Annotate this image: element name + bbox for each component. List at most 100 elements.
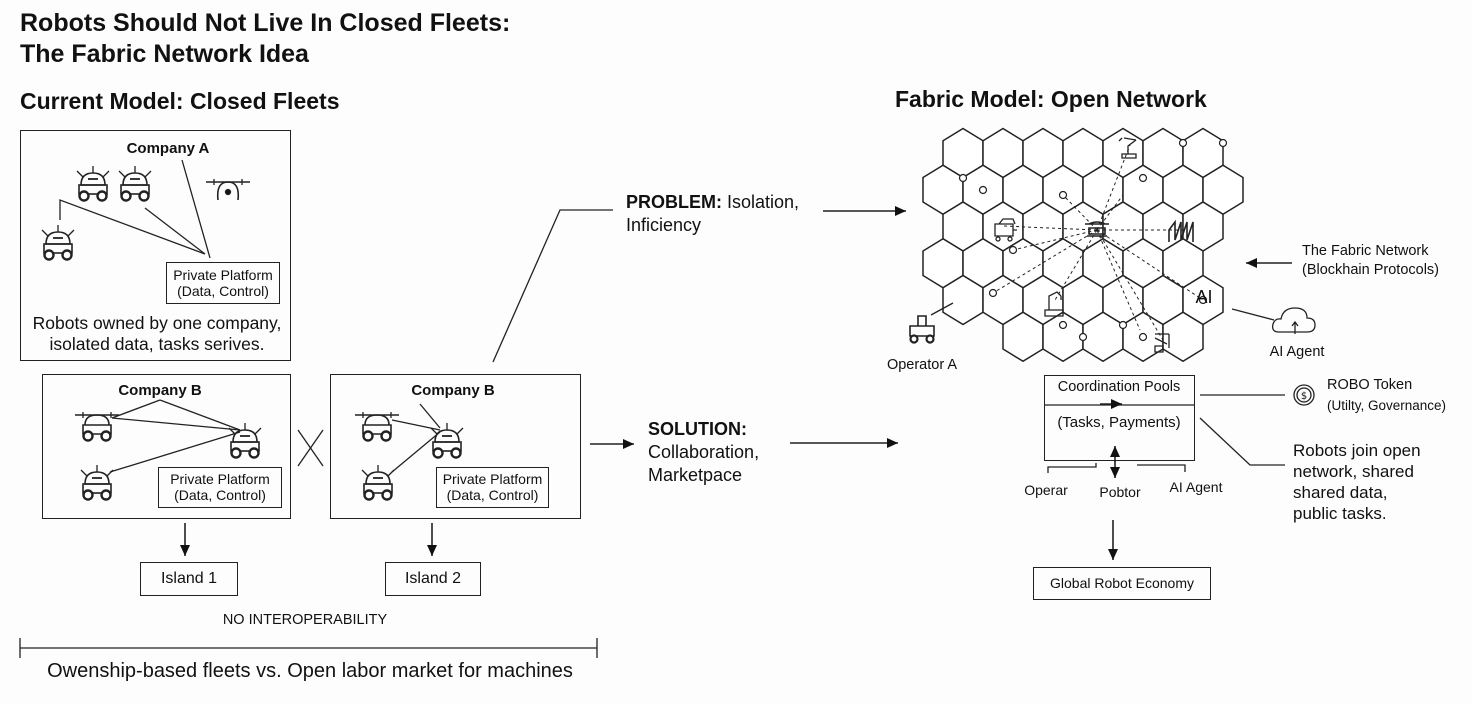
robot-wheel	[432, 447, 444, 459]
token-outer	[1293, 384, 1315, 406]
connector-line	[181, 159, 211, 259]
drone-icon	[355, 412, 399, 442]
drone-icon	[1085, 221, 1109, 237]
robot-dome	[84, 471, 110, 485]
robot-arm-icon	[1044, 291, 1064, 317]
chart-icon	[1168, 219, 1194, 242]
hub-drone-shape	[1085, 221, 1109, 237]
ai-agent-link	[1231, 308, 1275, 321]
operator-link	[930, 302, 954, 316]
arrowhead	[427, 545, 437, 556]
fabric-network-label: The Fabric Network (Blockhain Protocols)	[1302, 242, 1439, 280]
robot-arm	[80, 469, 88, 477]
company-b1-platform: Private Platform (Data, Control)	[158, 467, 282, 508]
robot-body	[363, 483, 393, 494]
fabric-model-heading: Fabric Model: Open Network	[895, 86, 1207, 112]
connector-line	[59, 199, 206, 255]
operator-robot-icon	[909, 315, 935, 344]
problem-label: PROBLEM:	[626, 192, 722, 212]
connector-line	[492, 209, 613, 363]
network-link	[1002, 225, 1098, 231]
problem-line: Inficiency	[626, 215, 702, 235]
connector-line	[111, 399, 161, 419]
solution-line: Marketpace	[648, 465, 743, 485]
arm-shape	[1118, 137, 1137, 159]
network-node	[1138, 332, 1148, 342]
robot-arm	[361, 469, 369, 477]
wheeled-robot-icon	[76, 166, 110, 202]
global-economy-box: Global Robot Economy	[1033, 567, 1211, 600]
platform-label: Private Platform	[173, 267, 273, 283]
company-a-name: Company A	[126, 140, 210, 157]
robot-arm	[41, 229, 49, 237]
participant-bracket	[1047, 463, 1097, 473]
platform-sublabel: (Data, Control)	[174, 487, 266, 503]
robot-arm	[67, 229, 75, 237]
network-node	[958, 173, 968, 183]
drone-icon	[206, 179, 250, 201]
join-link	[1199, 417, 1285, 466]
island-2-box: Island 2	[385, 562, 481, 596]
participant-bracket	[1137, 464, 1186, 472]
network-label-line: (Blockhain Protocols)	[1302, 262, 1439, 278]
robot-wheel	[78, 190, 90, 202]
robot-dome	[45, 231, 71, 245]
cart-shape	[994, 218, 1017, 237]
company-a-platform: Private Platform (Data, Control)	[166, 262, 280, 304]
company-b1-box	[42, 374, 291, 519]
connector-line	[109, 431, 241, 473]
company-b2-box	[330, 374, 581, 519]
connector-line	[297, 429, 324, 467]
drone-icon	[75, 412, 119, 442]
token-inner	[1296, 387, 1312, 403]
drone-camera	[224, 188, 232, 196]
robot-arm	[76, 170, 84, 178]
arrowhead	[887, 438, 898, 448]
connector-line	[391, 419, 441, 431]
drone-wheel	[362, 430, 374, 442]
island-1-box: Island 1	[140, 562, 238, 596]
join-text: Robots join open network, shared shared …	[1293, 440, 1421, 524]
network-node	[978, 185, 988, 195]
join-line: Robots join open	[1293, 441, 1421, 460]
platform-label: Private Platform	[170, 471, 270, 487]
network-node	[1058, 190, 1068, 200]
robot-wheel	[138, 190, 150, 202]
participant-robot: Pobtor	[1099, 484, 1141, 500]
robot-dome	[122, 172, 148, 186]
network-node	[1118, 320, 1128, 330]
robot-dome	[365, 471, 391, 485]
title-line-1: Robots Should Not Live In Closed Fleets:	[20, 9, 511, 37]
cart-robot-icon	[994, 218, 1017, 242]
arrowhead	[180, 545, 190, 556]
no-interoperability-label: NO INTEROPERABILITY	[222, 612, 388, 628]
cloud-icon	[1271, 307, 1316, 334]
robot-arm-icon	[1118, 137, 1137, 159]
problem-text: PROBLEM: Isolation, Inficiency	[626, 191, 799, 237]
wheeled-robot-icon	[430, 423, 464, 459]
token-desc: (Utilty, Governance)	[1327, 398, 1447, 413]
cart-wheel	[995, 236, 1001, 242]
drone-body	[216, 181, 240, 201]
robot-wheel	[248, 447, 260, 459]
cloud-shape	[1271, 307, 1316, 334]
robot-arm	[144, 170, 152, 178]
join-line: public tasks.	[1293, 504, 1387, 523]
company-a-box	[20, 130, 291, 361]
network-node	[1138, 173, 1148, 183]
operator-label: Operator A	[886, 357, 958, 373]
robot-wheel	[61, 249, 73, 261]
solution-label: SOLUTION:	[648, 419, 747, 439]
operator-wheel	[909, 334, 919, 344]
robot-dome	[80, 172, 106, 186]
token-symbol: $	[1301, 391, 1307, 402]
connector-line	[111, 417, 241, 431]
bottom-caption: Owenship-based fleets vs. Open labor mar…	[47, 660, 573, 682]
pools-subtitle: (Tasks, Payments)	[1057, 414, 1181, 431]
network-link	[992, 229, 1098, 294]
platform-label: Private Platform	[442, 471, 543, 487]
company-b2-platform: Private Platform (Data, Control)	[436, 467, 549, 508]
solution-line: Collaboration,	[648, 442, 760, 462]
network-link	[1096, 229, 1141, 331]
robot-arm	[102, 170, 110, 178]
